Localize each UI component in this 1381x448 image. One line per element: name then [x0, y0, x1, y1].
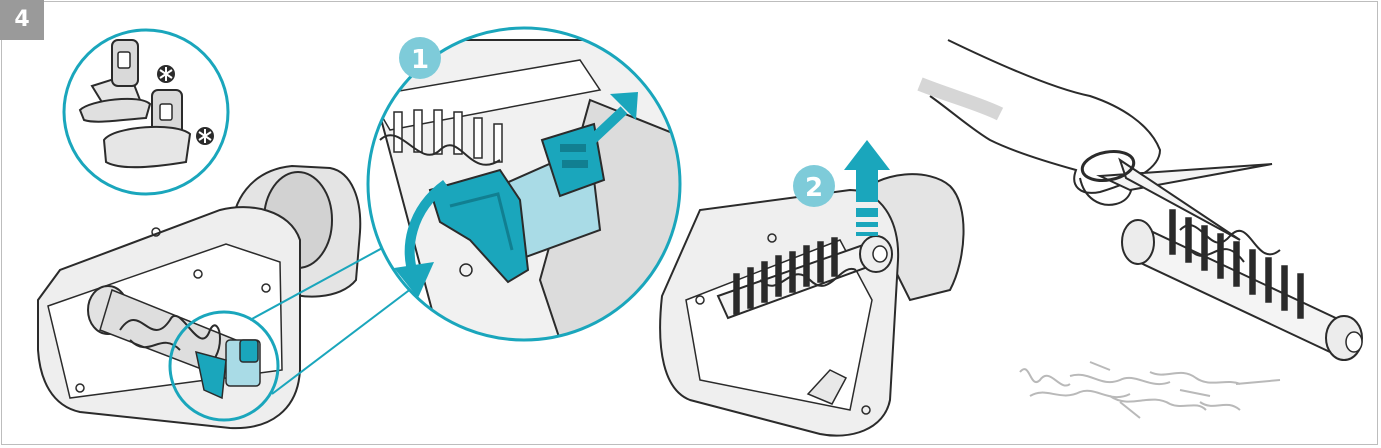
turbo-nozzle-underside [37, 164, 421, 430]
tangled-brush-roll [1121, 209, 1363, 361]
nozzle-variants-inset [62, 28, 230, 196]
brush-roll-removal: 2 [659, 140, 965, 437]
asterisk-icon [196, 127, 214, 145]
latch-release-detail: 1 [366, 26, 682, 342]
callout-step-one: 1 [399, 37, 441, 79]
slide-up-arrow [588, 92, 638, 144]
rotate-down-arrow [394, 179, 450, 298]
cut-hair-pile [1019, 361, 1281, 419]
step-number-badge: 4 [0, 0, 44, 40]
nozzle-variant-b [102, 89, 192, 169]
brush-roll [716, 235, 893, 320]
callout-one-label: 1 [411, 45, 429, 75]
cut-hair-with-scissors [917, 39, 1363, 419]
asterisk-icon [157, 65, 175, 83]
callout-step-two: 2 [793, 165, 835, 207]
nozzle-variant-a [78, 39, 152, 123]
lift-up-arrow [844, 140, 890, 236]
callout-two-label: 2 [805, 173, 823, 203]
